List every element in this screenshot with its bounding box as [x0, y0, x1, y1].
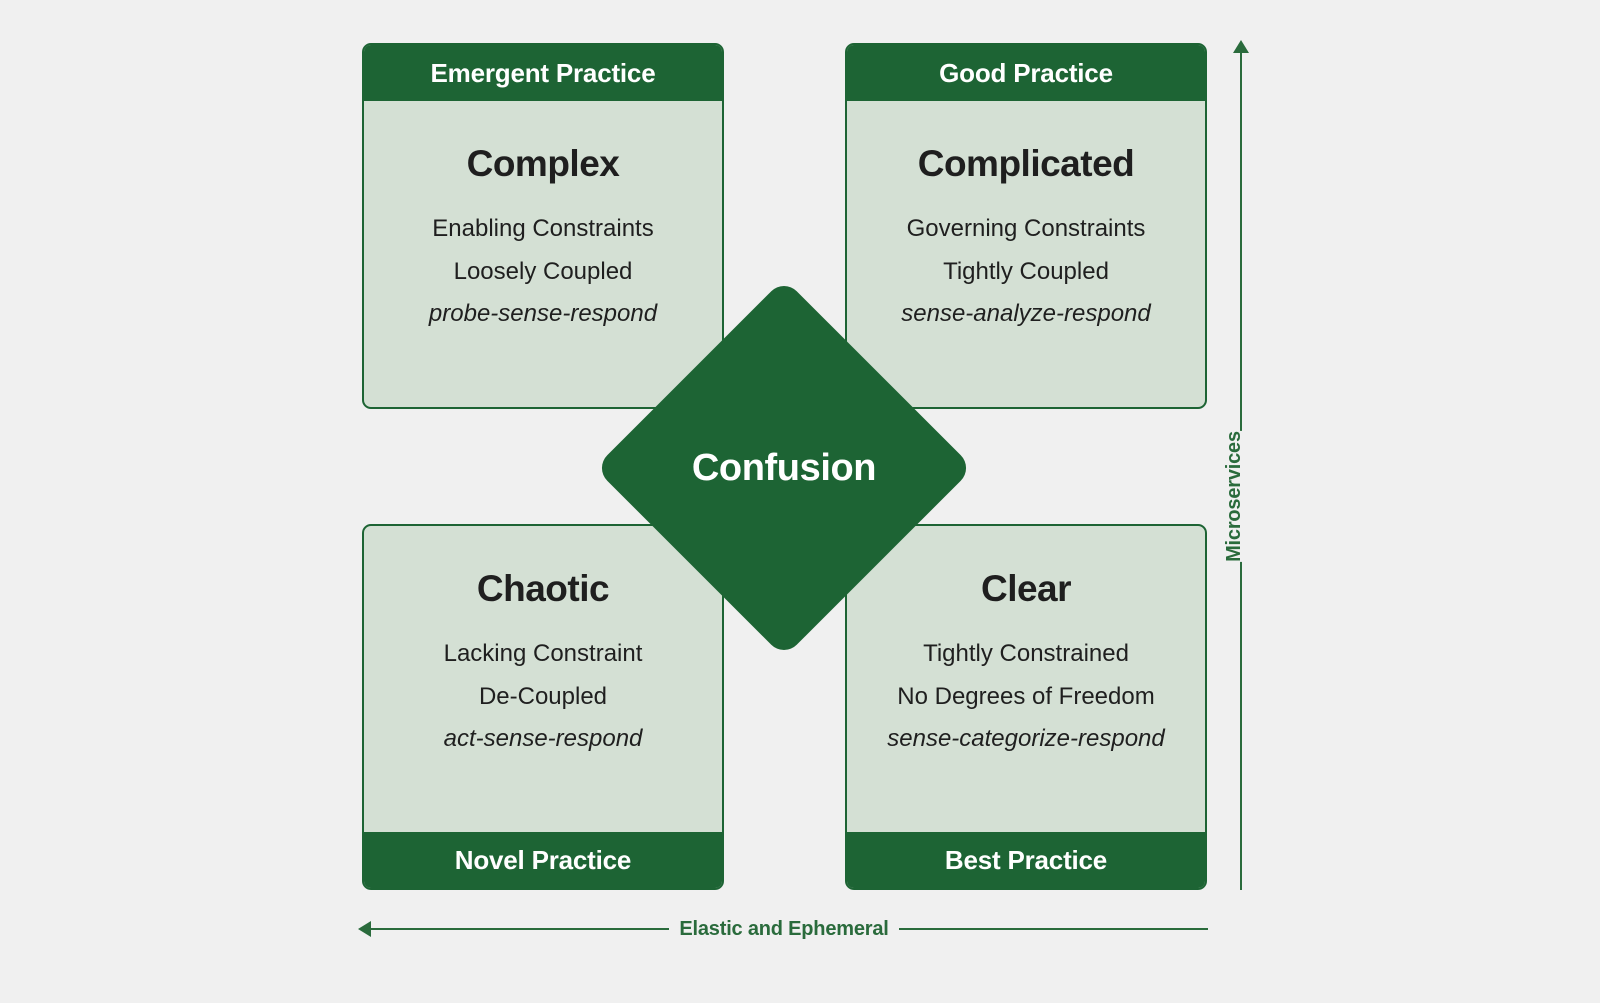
quadrant-line-2: De-Coupled	[478, 682, 608, 710]
quadrant-chaotic[interactable]: Chaotic Lacking Constraint De-Coupled ac…	[362, 524, 724, 890]
quadrant-banner-best-practice: Best Practice	[847, 832, 1205, 888]
quadrant-line-2: Loosely Coupled	[453, 257, 633, 285]
quadrant-body-complicated: Complicated Governing Constraints Tightl…	[847, 101, 1205, 407]
quadrant-banner-emergent-practice: Emergent Practice	[364, 45, 722, 101]
center-confusion-label: Confusion	[650, 334, 918, 602]
quadrant-line-1: Governing Constraints	[906, 215, 1146, 242]
axis-vertical-label-text: Microservices	[1216, 430, 1252, 562]
quadrant-line-1: Tightly Constrained	[923, 640, 1129, 667]
arrow-left-icon	[358, 921, 371, 937]
quadrant-line-1: Enabling Constraints	[432, 215, 654, 242]
quadrant-banner-good-practice: Good Practice	[847, 45, 1205, 101]
axis-vertical-label: Microservices	[1216, 396, 1252, 596]
quadrant-approach-chaotic: act-sense-respond	[443, 725, 643, 753]
quadrant-body-chaotic: Chaotic Lacking Constraint De-Coupled ac…	[364, 526, 722, 832]
quadrant-title-chaotic: Chaotic	[476, 568, 610, 609]
quadrant-approach-complex: probe-sense-respond	[428, 300, 658, 328]
quadrant-body-complex: Complex Enabling Constraints Loosely Cou…	[364, 101, 722, 407]
axis-horizontal-label: Elastic and Ephemeral	[608, 913, 960, 945]
quadrant-complex[interactable]: Emergent Practice Complex Enabling Const…	[362, 43, 724, 409]
quadrant-banner-novel-practice: Novel Practice	[364, 832, 722, 888]
axis-horizontal-label-text: Elastic and Ephemeral	[669, 917, 899, 941]
arrow-up-icon	[1233, 40, 1249, 53]
quadrant-complicated[interactable]: Good Practice Complicated Governing Cons…	[845, 43, 1207, 409]
quadrant-body-clear: Clear Tightly Constrained No Degrees of …	[847, 526, 1205, 832]
quadrant-clear[interactable]: Clear Tightly Constrained No Degrees of …	[845, 524, 1207, 890]
quadrant-title-complex: Complex	[466, 143, 620, 184]
quadrant-title-complicated: Complicated	[917, 143, 1135, 184]
center-confusion-text: Confusion	[691, 446, 877, 489]
center-confusion[interactable]: Confusion	[594, 278, 974, 658]
quadrant-approach-complicated: sense-analyze-respond	[901, 300, 1151, 328]
quadrant-title-clear: Clear	[980, 568, 1072, 609]
quadrant-line-2: No Degrees of Freedom	[897, 682, 1155, 710]
quadrant-line-2: Tightly Coupled	[943, 257, 1109, 285]
quadrant-line-1: Lacking Constraint	[443, 640, 643, 667]
quadrant-approach-clear: sense-categorize-respond	[887, 725, 1165, 753]
